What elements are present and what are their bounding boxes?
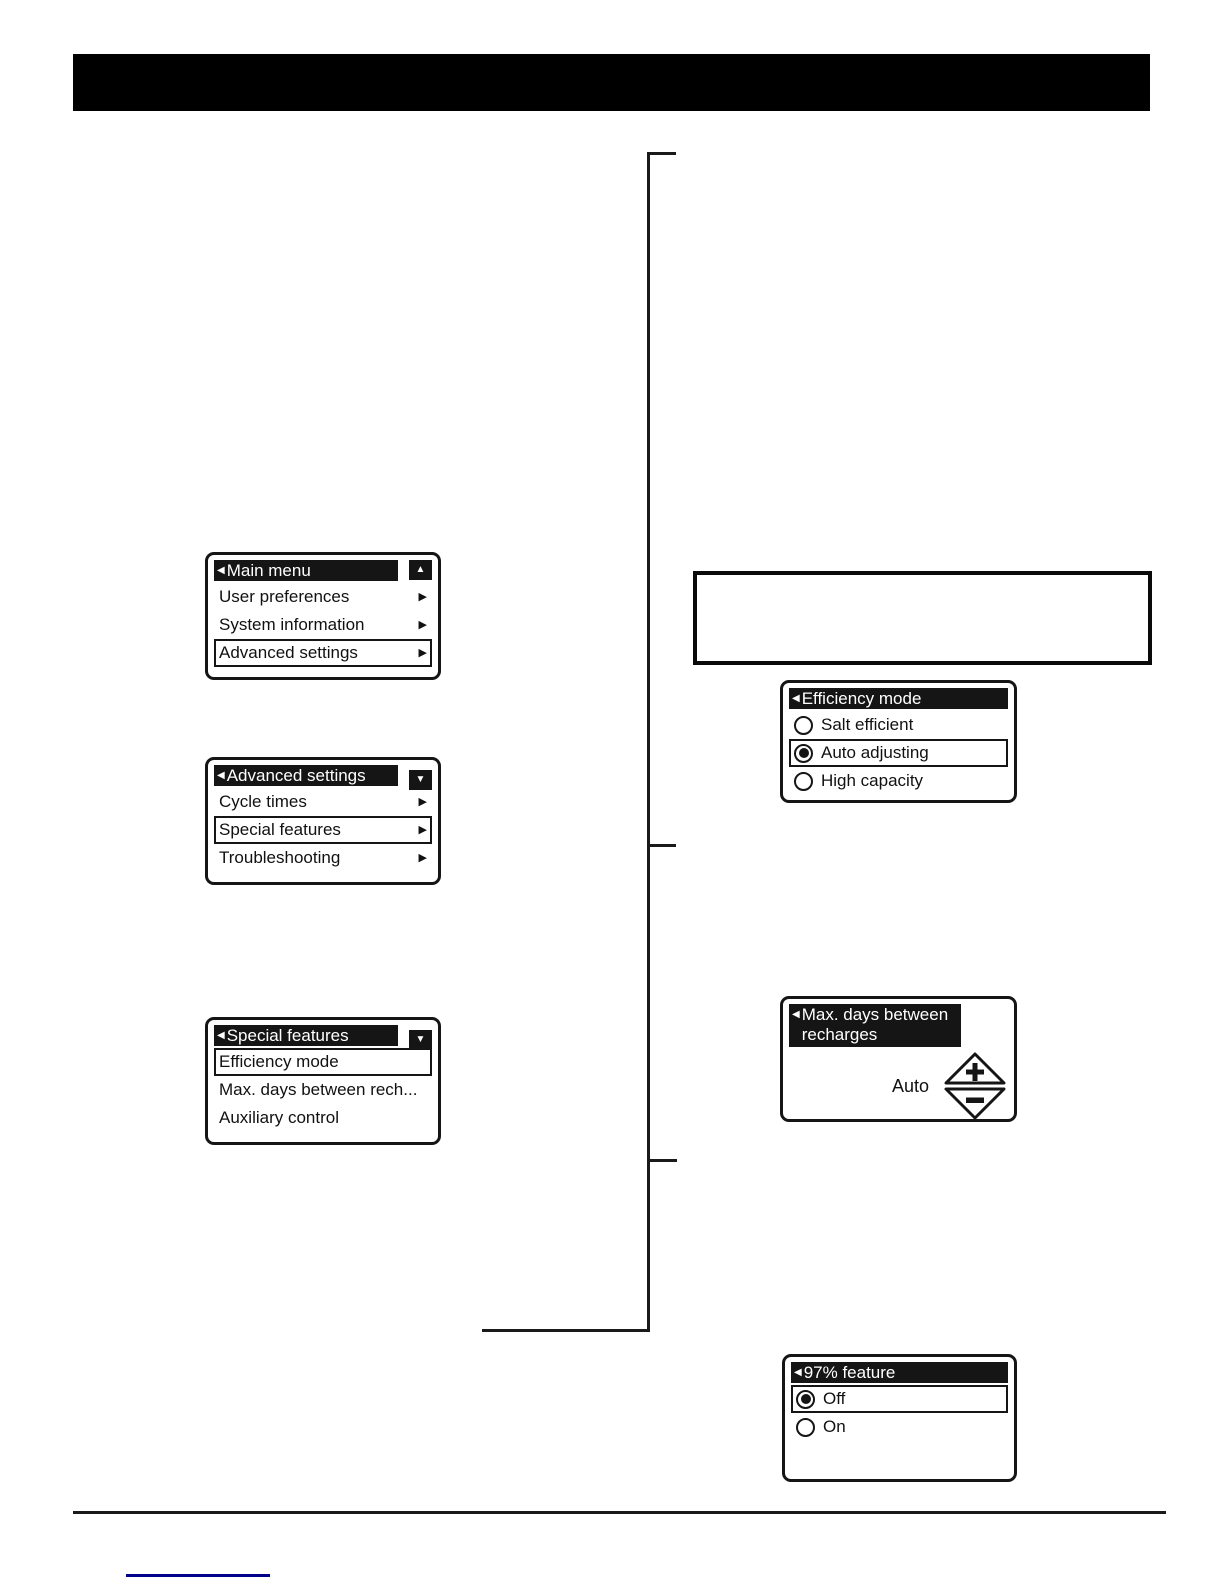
screen-header: ◀ Special features ▼: [214, 1025, 432, 1050]
back-icon[interactable]: ◀: [217, 564, 225, 576]
menu-item-cycle-times[interactable]: Cycle times ▶: [214, 788, 432, 816]
screen-title-line2: recharges: [801, 1025, 878, 1045]
back-icon[interactable]: ◀: [217, 769, 225, 781]
screen-title: Efficiency mode: [801, 688, 922, 708]
menu-item-special-features[interactable]: Special features ▶: [214, 816, 432, 844]
menu-item-label: Auxiliary control: [219, 1108, 339, 1127]
callout-note-box: [693, 571, 1152, 665]
forward-icon: ▶: [418, 618, 427, 631]
minus-icon: [966, 1097, 984, 1104]
radio-option-label: Auto adjusting: [821, 743, 929, 762]
radio-option-label: Salt efficient: [821, 715, 914, 734]
screen-title: Main menu: [226, 560, 311, 580]
title-bar: ◀ Efficiency mode: [789, 688, 1008, 709]
scroll-down-icon: ▼: [415, 774, 426, 785]
screen-header: ◀ Advanced settings ▼: [214, 765, 432, 790]
menu-item-label: System information: [219, 615, 365, 634]
scroll-down-button[interactable]: ▼: [409, 770, 432, 790]
connector-tick-top: [647, 152, 676, 155]
forward-icon: ▶: [418, 795, 427, 808]
screen-efficiency-mode: ◀ Efficiency mode Salt efficient Auto ad…: [780, 680, 1017, 803]
screen-title-line1: Max. days between: [801, 1005, 949, 1024]
menu-item-efficiency-mode[interactable]: Efficiency mode: [214, 1048, 432, 1076]
menu-item-label: Troubleshooting: [219, 848, 341, 867]
menu-item-label: Special features: [219, 820, 341, 839]
back-icon[interactable]: ◀: [792, 1009, 800, 1020]
scroll-up-icon: ▲: [415, 564, 426, 575]
title-bar: ◀ Main menu: [214, 560, 398, 581]
connector-tick-middle: [647, 844, 676, 847]
menu-item-label: User preferences: [219, 587, 350, 606]
title-bar: ◀ Advanced settings: [214, 765, 398, 786]
radio-option-auto-adjusting[interactable]: Auto adjusting: [789, 739, 1008, 767]
screen-header: ◀ Efficiency mode: [789, 688, 1008, 709]
forward-icon: ▶: [418, 851, 427, 864]
radio-option-salt-efficient[interactable]: Salt efficient: [789, 711, 1008, 739]
connector-tick-lower: [647, 1159, 677, 1162]
menu-item-user-preferences[interactable]: User preferences ▶: [214, 583, 432, 611]
increase-decrease-control[interactable]: [943, 1052, 1007, 1120]
radio-unchecked-icon: [794, 771, 813, 791]
screen-title: Advanced settings: [226, 765, 366, 785]
forward-icon: ▶: [418, 646, 427, 659]
radio-option-label: High capacity: [821, 771, 924, 790]
radio-option-high-capacity[interactable]: High capacity: [789, 767, 1008, 795]
scroll-down-icon: ▼: [415, 1034, 426, 1045]
scroll-up-button[interactable]: ▲: [409, 560, 432, 580]
radio-option-label: On: [823, 1417, 846, 1436]
menu-item-label: Cycle times: [219, 792, 307, 811]
forward-icon: ▶: [418, 823, 427, 836]
title-bar: ◀ Max. days between recharges: [789, 1004, 961, 1048]
footer-link-underline[interactable]: [126, 1574, 270, 1577]
menu-item-system-information[interactable]: System information ▶: [214, 611, 432, 639]
page-header-bar: [73, 54, 1150, 111]
connector-bottom-line: [482, 1329, 650, 1332]
plus-icon: [966, 1063, 984, 1082]
screen-title: Special features: [226, 1025, 349, 1045]
screen-advanced-settings: ◀ Advanced settings ▼ Cycle times ▶ Spec…: [205, 757, 441, 885]
title-bar: ◀ 97% feature: [791, 1362, 1008, 1383]
menu-item-label: Max. days between rech...: [219, 1080, 418, 1099]
footer-divider: [73, 1511, 1166, 1514]
radio-option-off[interactable]: Off: [791, 1385, 1008, 1413]
connector-vertical-line: [647, 152, 650, 1332]
menu-item-max-days-between-recharges[interactable]: Max. days between rech...: [214, 1076, 432, 1104]
scroll-down-button[interactable]: ▼: [409, 1030, 432, 1050]
radio-unchecked-icon: [794, 715, 813, 735]
screen-title: 97% feature: [803, 1362, 896, 1382]
title-bar: ◀ Special features: [214, 1025, 398, 1046]
menu-item-troubleshooting[interactable]: Troubleshooting ▶: [214, 844, 432, 872]
radio-option-on[interactable]: On: [791, 1413, 1008, 1441]
forward-icon: ▶: [418, 590, 427, 603]
back-icon[interactable]: ◀: [217, 1029, 225, 1041]
value-adjust-area: Auto: [789, 1052, 1008, 1120]
screen-main-menu: ◀ Main menu ▲ User preferences ▶ System …: [205, 552, 441, 680]
radio-option-label: Off: [823, 1389, 846, 1408]
menu-item-label: Advanced settings: [219, 643, 358, 662]
increase-button[interactable]: [944, 1052, 1006, 1085]
menu-item-label: Efficiency mode: [219, 1052, 339, 1071]
current-value: Auto: [891, 1075, 929, 1096]
screen-header: ◀ Max. days between recharges: [789, 1004, 1008, 1048]
radio-checked-icon: [796, 1389, 815, 1409]
screen-header: ◀ 97% feature: [791, 1362, 1008, 1383]
screen-97-percent-feature: ◀ 97% feature Off On: [782, 1354, 1017, 1482]
back-icon[interactable]: ◀: [792, 692, 800, 704]
screen-special-features: ◀ Special features ▼ Efficiency mode Max…: [205, 1017, 441, 1145]
screen-max-days-between-recharges: ◀ Max. days between recharges Auto: [780, 996, 1017, 1122]
menu-item-auxiliary-control[interactable]: Auxiliary control: [214, 1104, 432, 1132]
radio-unchecked-icon: [796, 1417, 815, 1437]
back-icon[interactable]: ◀: [794, 1366, 802, 1378]
decrease-button[interactable]: [944, 1087, 1006, 1120]
screen-header: ◀ Main menu ▲: [214, 560, 432, 581]
menu-item-advanced-settings[interactable]: Advanced settings ▶: [214, 639, 432, 667]
radio-checked-icon: [794, 743, 813, 763]
